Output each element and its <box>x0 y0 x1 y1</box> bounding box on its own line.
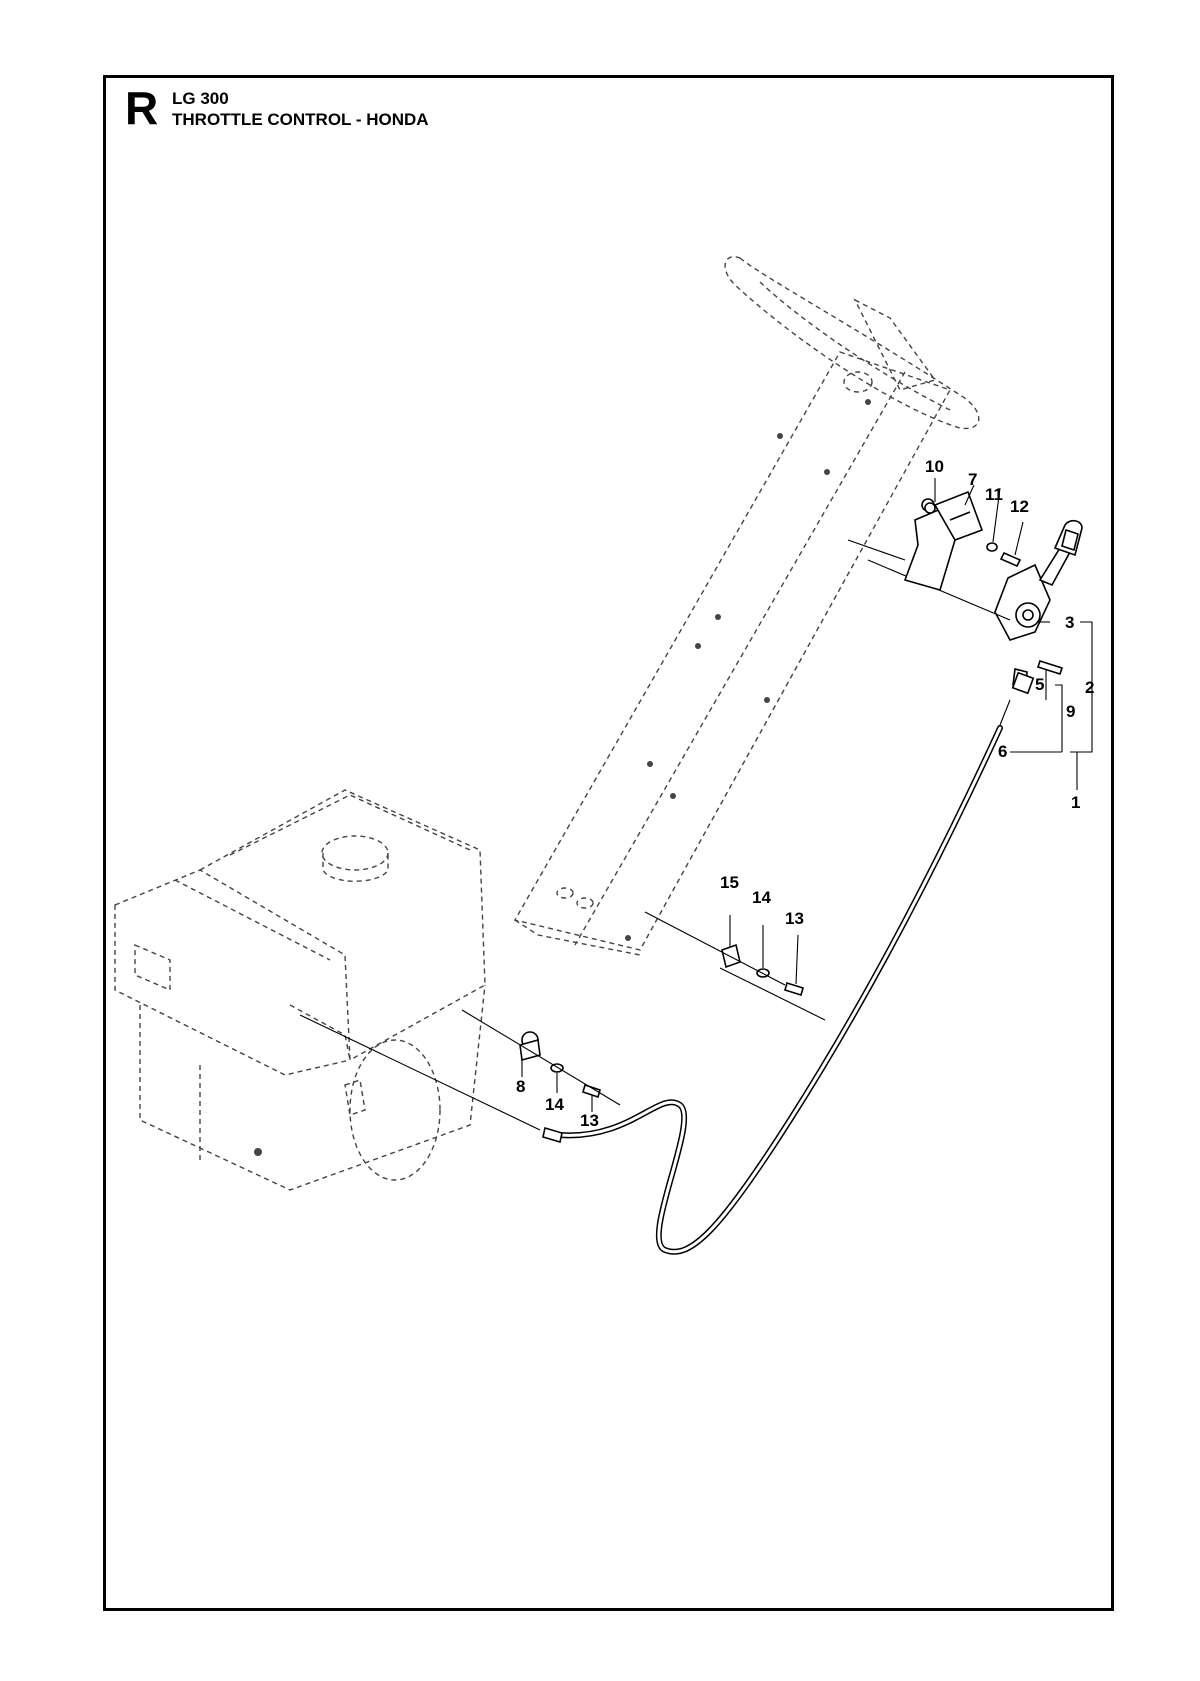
callout-3: 3 <box>1065 613 1074 632</box>
model-name: LG 300 <box>172 89 229 108</box>
callout-1: 1 <box>1071 793 1080 812</box>
hardware-lower-engine <box>461 1009 621 1106</box>
cable-clamp-part <box>1011 671 1035 695</box>
bracket-part <box>847 490 984 591</box>
callout-10: 10 <box>925 457 944 476</box>
leader-lines <box>521 478 1093 1112</box>
handle-frame-ghost <box>513 256 980 956</box>
callout-2: 2 <box>1085 678 1094 697</box>
page-frame <box>103 75 1114 1611</box>
callout-5: 5 <box>1035 675 1044 694</box>
callout-12: 12 <box>1010 497 1029 516</box>
callout-8: 8 <box>516 1077 525 1096</box>
section-letter: R <box>125 82 159 134</box>
callout-15: 15 <box>720 873 739 892</box>
callout-9: 9 <box>1066 702 1075 721</box>
engine-ghost <box>114 789 486 1191</box>
callout-11: 11 <box>985 485 1003 504</box>
throttle-lever-assembly <box>867 519 1083 641</box>
callout-14-lower: 14 <box>545 1095 564 1114</box>
diagram-title: THROTTLE CONTROL - HONDA <box>172 110 429 129</box>
callout-13-upper: 13 <box>785 909 804 928</box>
callout-labels: 10 7 11 12 3 2 5 9 6 1 15 14 13 8 14 13 <box>516 457 1094 1130</box>
throttle-cable <box>299 699 1011 1255</box>
hardware-lower-upper <box>644 911 826 1021</box>
callout-6: 6 <box>998 742 1007 761</box>
callout-14-upper: 14 <box>752 888 771 907</box>
callout-13-lower: 13 <box>580 1111 599 1130</box>
callout-7: 7 <box>968 470 977 489</box>
